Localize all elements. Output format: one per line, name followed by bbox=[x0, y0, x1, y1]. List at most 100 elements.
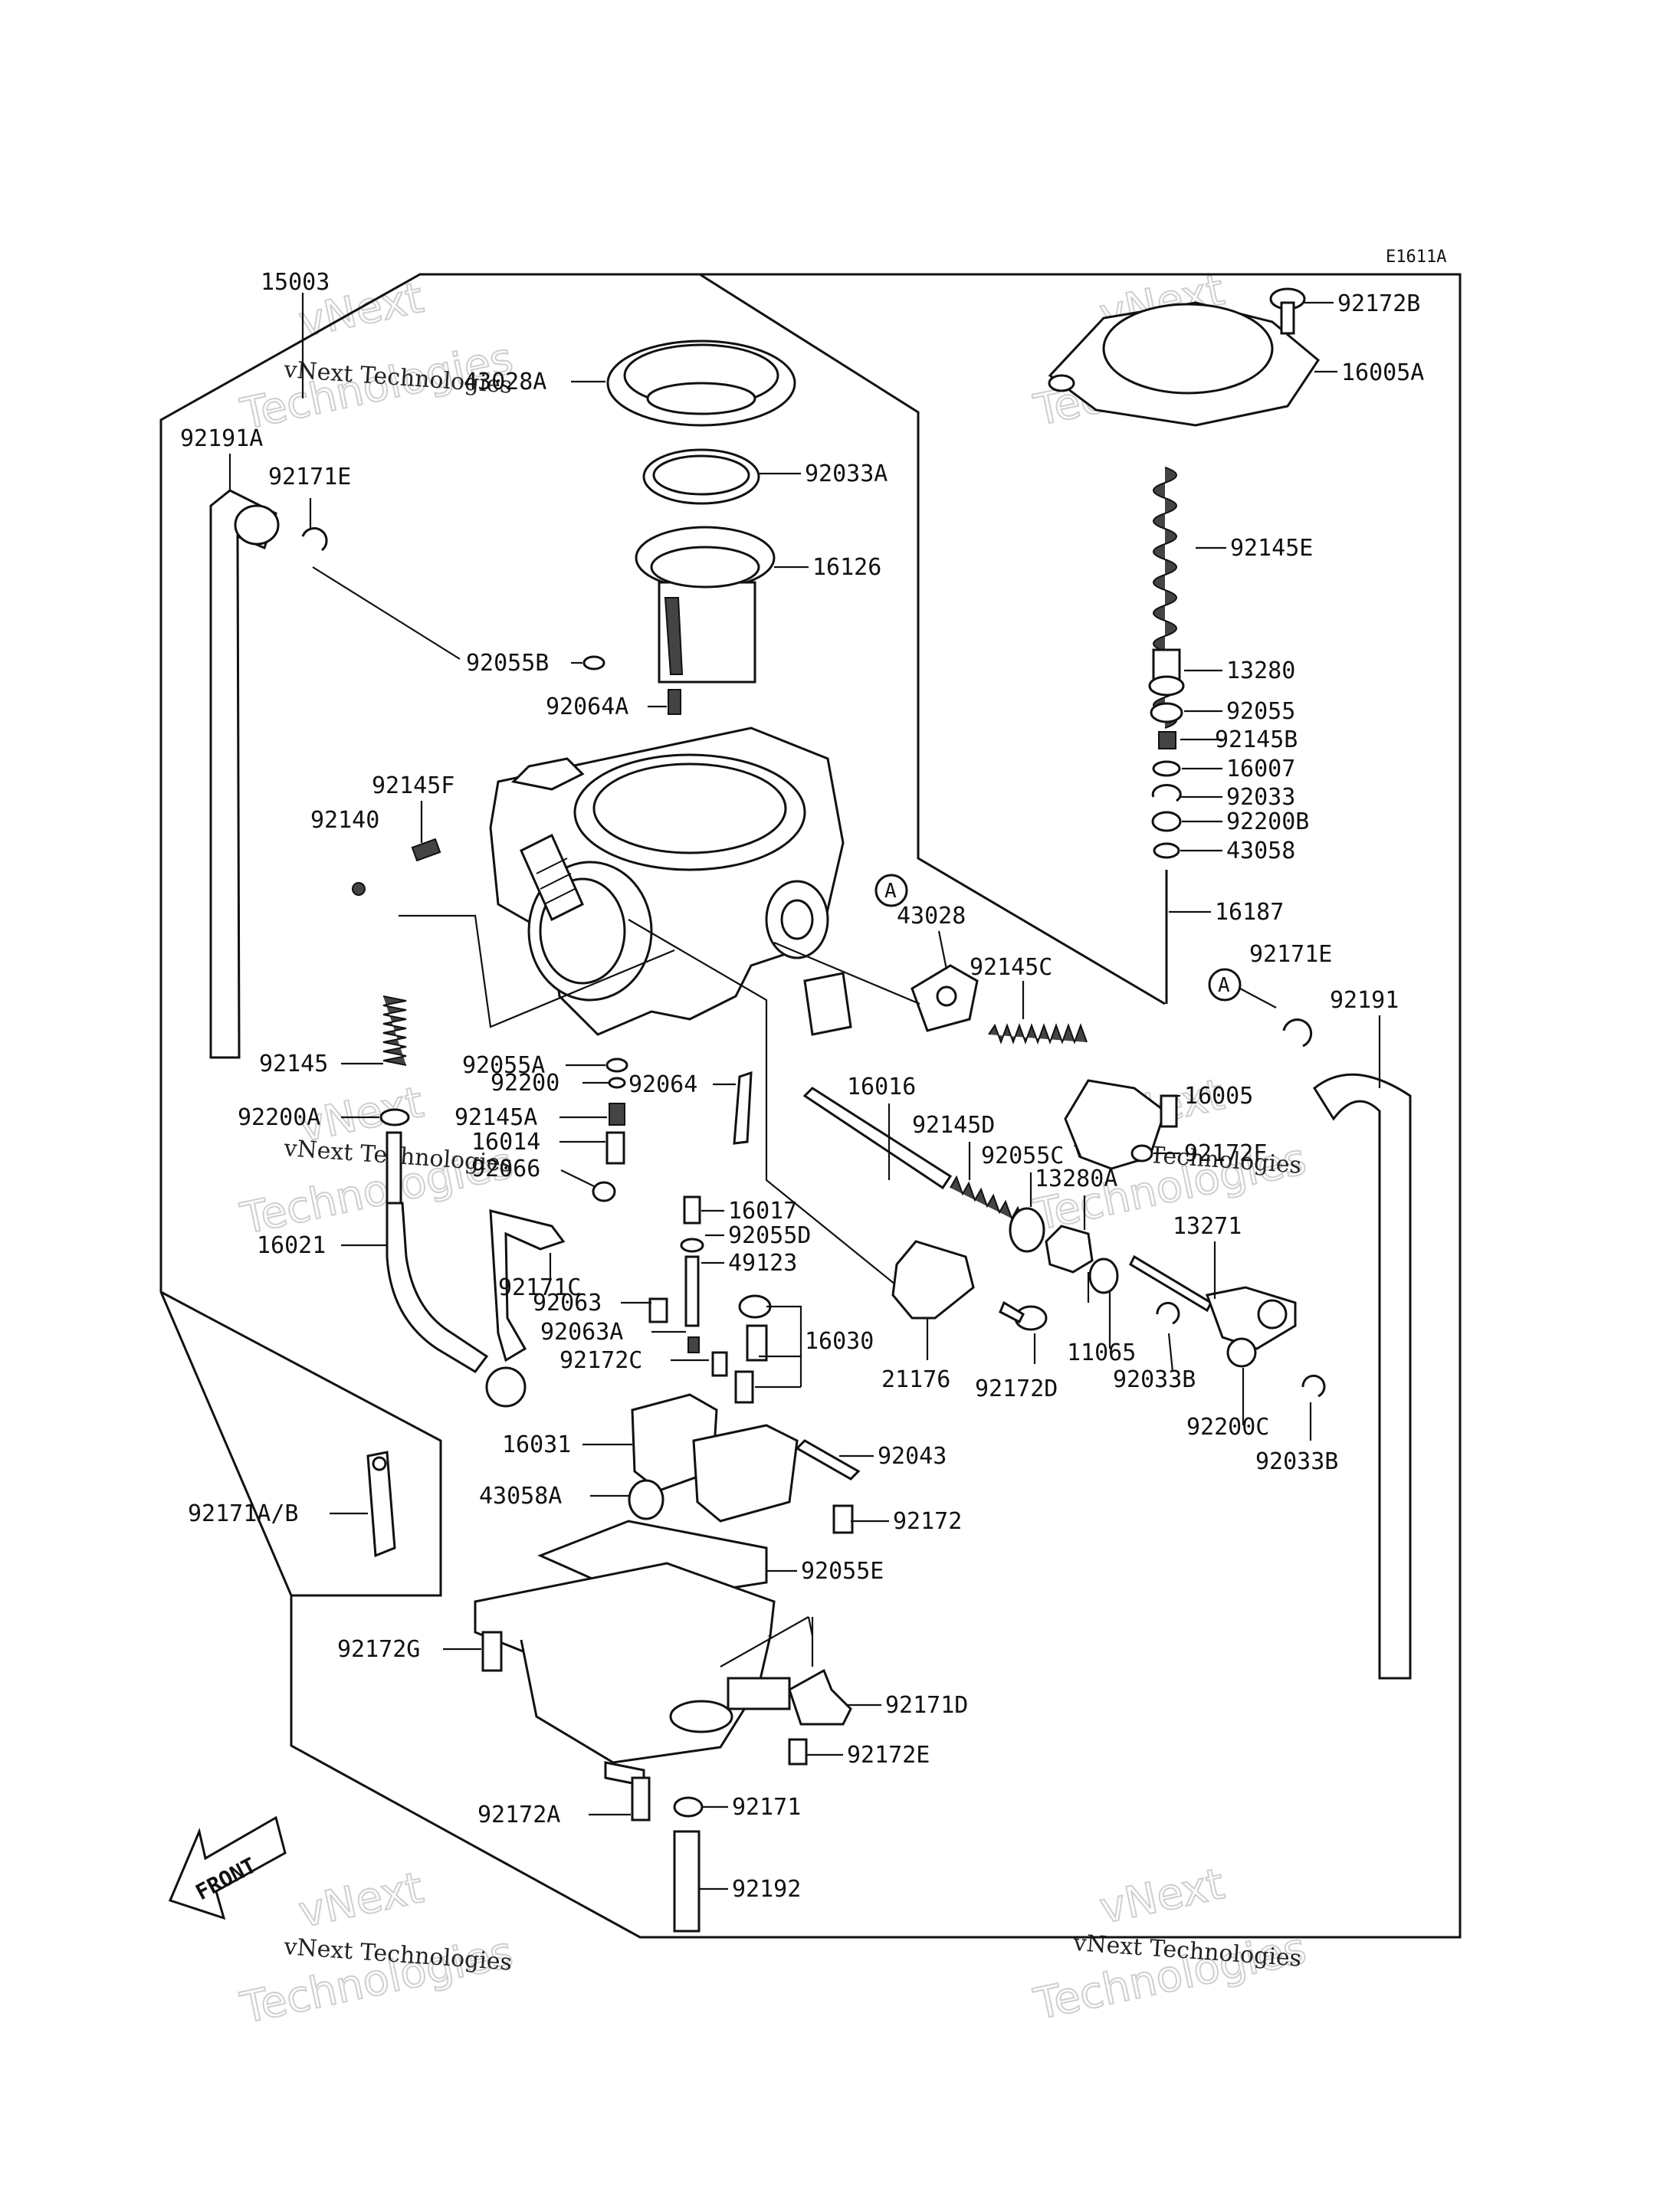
hose-92192 bbox=[673, 1830, 701, 1933]
bolt-13280A bbox=[1045, 1225, 1094, 1274]
part-label: 92200A bbox=[238, 1104, 320, 1131]
part-label: 43058A bbox=[479, 1483, 562, 1510]
part-label: 92145D bbox=[912, 1112, 995, 1139]
valve-16030 bbox=[734, 1294, 772, 1404]
inner-outline bbox=[160, 1290, 442, 1597]
part-label: 92171E bbox=[268, 464, 351, 490]
part-label: 92172F bbox=[1184, 1140, 1267, 1167]
part-label: 43028A bbox=[464, 369, 546, 395]
part-label: 43028 bbox=[897, 903, 966, 930]
washer-11065 bbox=[1088, 1258, 1119, 1294]
pin-92043 bbox=[795, 1439, 861, 1481]
clip-92033B-2 bbox=[1301, 1374, 1326, 1398]
part-label: 92140 bbox=[310, 807, 379, 834]
lever-21176 bbox=[891, 1240, 975, 1320]
part-label: 16017 bbox=[728, 1198, 797, 1225]
part-label: 15003 bbox=[261, 269, 330, 296]
washer-92200A bbox=[379, 1108, 410, 1126]
part-label: 92055D bbox=[728, 1222, 811, 1249]
part-label: 92033A bbox=[805, 461, 888, 487]
screw-16014 bbox=[605, 1131, 625, 1165]
body-line-left bbox=[399, 914, 675, 1028]
part-label: 16005 bbox=[1184, 1083, 1253, 1110]
part-label: 92172A bbox=[477, 1802, 560, 1828]
part-labels: 15003 43028A 92172B 16005A 92191A 92171E… bbox=[180, 269, 1424, 1903]
plug-92145F bbox=[411, 838, 441, 862]
part-label: 92200B bbox=[1226, 808, 1309, 835]
reference-marker-a-right: A bbox=[1208, 968, 1277, 1008]
part-label: 92171D bbox=[885, 1692, 968, 1719]
tube-49123 bbox=[684, 1255, 700, 1327]
float-16031 bbox=[631, 1393, 799, 1523]
part-label: 92200C bbox=[1186, 1414, 1269, 1441]
part-label: 92145A bbox=[454, 1104, 537, 1131]
spring-92145A bbox=[609, 1103, 625, 1126]
screw-92172B bbox=[1269, 287, 1306, 335]
part-label: 16016 bbox=[847, 1074, 916, 1100]
part-label: 13271 bbox=[1173, 1213, 1242, 1240]
valve-16126 bbox=[635, 526, 776, 684]
oring-92055 bbox=[1150, 702, 1183, 723]
part-label: 16031 bbox=[502, 1431, 571, 1458]
part-label: 92064 bbox=[628, 1071, 697, 1098]
cable-16021 bbox=[386, 1131, 527, 1408]
oring-92055C bbox=[1009, 1207, 1045, 1253]
clip-92171E-left bbox=[301, 526, 328, 552]
bracket-92171D bbox=[788, 1668, 852, 1726]
part-label: 92172D bbox=[975, 1376, 1058, 1402]
part-label: 92055B bbox=[466, 650, 549, 677]
part-label: 13280 bbox=[1226, 657, 1295, 684]
part-label: 92043 bbox=[878, 1443, 947, 1470]
plunger-13280 bbox=[1148, 648, 1185, 697]
top-cover-16005A bbox=[1048, 301, 1320, 427]
clip-92033B-1 bbox=[1156, 1301, 1180, 1325]
part-label: 92192 bbox=[732, 1876, 801, 1903]
clip-43058A bbox=[628, 1479, 664, 1520]
washer-92200 bbox=[608, 1077, 626, 1089]
screw-92172D bbox=[999, 1300, 1048, 1331]
part-label: 92033B bbox=[1255, 1448, 1338, 1475]
ring-92033A bbox=[642, 448, 760, 505]
part-label: 92145 bbox=[259, 1051, 328, 1077]
part-label: 49123 bbox=[728, 1250, 797, 1277]
oring-92055D bbox=[680, 1238, 704, 1253]
part-label: 92172G bbox=[337, 1636, 420, 1663]
watermark-bottom-left: vNext Technologies vNext Technologies bbox=[235, 1862, 517, 2035]
part-label: 11065 bbox=[1067, 1340, 1136, 1366]
part-label: 92172C bbox=[559, 1347, 642, 1374]
jet-16017 bbox=[683, 1195, 701, 1225]
carburetor-body bbox=[489, 726, 852, 1036]
clip-92171 bbox=[673, 1796, 704, 1818]
part-label: 92191A bbox=[180, 425, 263, 452]
part-label: 92145C bbox=[970, 954, 1052, 981]
svg-text:A: A bbox=[884, 880, 897, 903]
part-label: 92064A bbox=[546, 694, 628, 720]
part-label: 16021 bbox=[257, 1232, 326, 1259]
part-label: 92033 bbox=[1226, 784, 1295, 811]
spring-92145B bbox=[1158, 731, 1176, 749]
washer-16007 bbox=[1152, 760, 1181, 777]
spring-92064A bbox=[668, 689, 681, 715]
part-label: 92145F bbox=[372, 772, 454, 799]
diagram-code: E1611A bbox=[1386, 248, 1446, 267]
part-label: 16187 bbox=[1215, 899, 1284, 926]
spring-92145 bbox=[382, 995, 407, 1066]
screw-92172F bbox=[1130, 1144, 1153, 1162]
svg-text:vNext: vNext bbox=[1095, 1859, 1229, 1934]
jet-92063 bbox=[648, 1297, 668, 1323]
front-arrow: FRONT bbox=[168, 1815, 287, 1920]
part-label: 92033B bbox=[1113, 1366, 1196, 1393]
clip-92171C bbox=[489, 1209, 566, 1362]
hose-92191 bbox=[1313, 1073, 1412, 1680]
part-label: 92066 bbox=[471, 1156, 540, 1182]
clip-92171E-right bbox=[1282, 1018, 1313, 1048]
part-label: 92191 bbox=[1330, 987, 1399, 1014]
shaft-13271 bbox=[1129, 1254, 1297, 1350]
part-label: 92172B bbox=[1337, 290, 1420, 317]
washer-43058 bbox=[1153, 842, 1180, 859]
screw-92172A bbox=[631, 1776, 651, 1822]
part-label: 92055A bbox=[462, 1052, 545, 1079]
screw-92172E bbox=[788, 1738, 808, 1766]
part-label: 16005A bbox=[1341, 359, 1424, 386]
oring-92055A bbox=[605, 1058, 628, 1073]
